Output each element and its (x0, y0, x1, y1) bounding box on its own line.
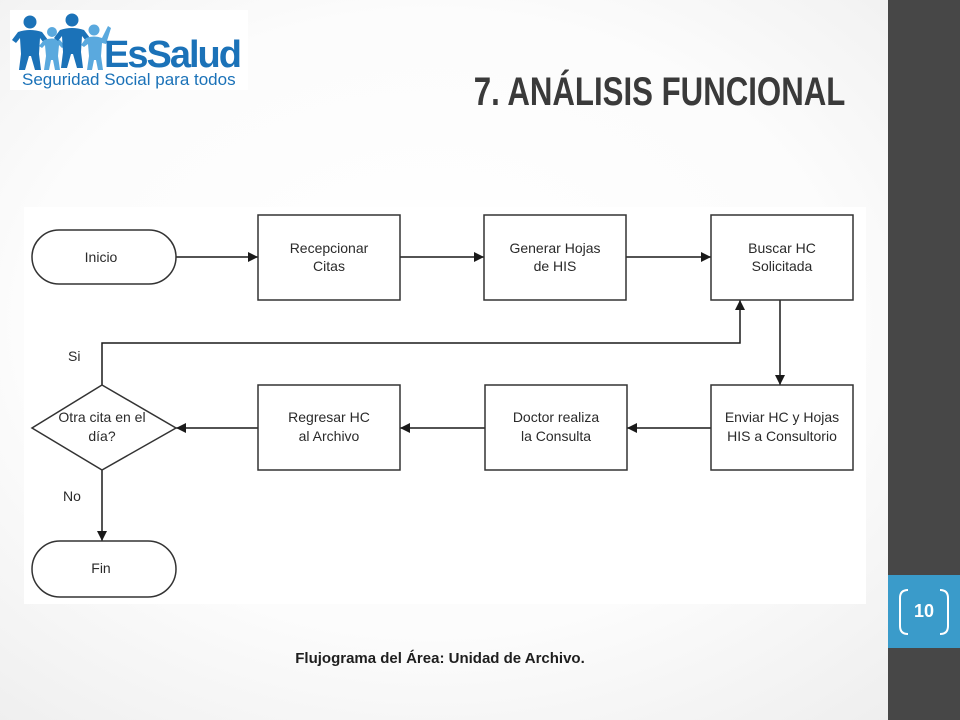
node-label-enviar-1: Enviar HC y Hojas (725, 409, 839, 425)
process-doctor-consulta (484, 384, 628, 471)
node-label-recepcionar-1: Recepcionar (290, 240, 369, 256)
process-buscar-hc (710, 214, 854, 301)
node-label-buscar-1: Buscar HC (748, 240, 816, 256)
decision-otra-cita (30, 384, 178, 471)
node-label-doctor-2: la Consulta (521, 428, 591, 444)
bracket-icon (899, 589, 949, 635)
slide-title: 7. ANÁLISIS FUNCIONAL (473, 70, 845, 114)
process-enviar-hc (710, 384, 854, 471)
node-label-generar-1: Generar Hojas (509, 240, 600, 256)
figure-caption: Flujograma del Área: Unidad de Archivo. (295, 650, 585, 667)
terminal-inicio (31, 229, 177, 285)
logo-tagline: Seguridad Social para todos (22, 70, 236, 89)
node-label-decision-2: día? (88, 428, 115, 444)
node-label-regresar-1: Regresar HC (288, 409, 370, 425)
node-label-inicio: Inicio (85, 249, 118, 265)
edge-label-yes: Si (68, 348, 80, 364)
node-label-decision-1: Otra cita en el (58, 409, 145, 425)
node-label-doctor-1: Doctor realiza (513, 409, 600, 425)
logo-brand: EsSalud (104, 34, 240, 76)
node-label-recepcionar-2: Citas (313, 258, 345, 274)
process-generar-hojas (483, 214, 627, 301)
arrow-decision-yes-to-buscar (101, 300, 745, 385)
process-regresar-hc (257, 384, 401, 471)
page-number: 10 (913, 601, 935, 621)
edge-label-no: No (63, 488, 81, 504)
process-recepcionar-citas (257, 214, 401, 301)
node-label-buscar-2: Solicitada (752, 258, 813, 274)
terminal-fin (31, 540, 177, 598)
node-label-enviar-2: HIS a Consultorio (727, 428, 837, 444)
node-label-fin: Fin (91, 560, 110, 576)
node-label-regresar-2: al Archivo (299, 428, 360, 444)
node-label-generar-2: de HIS (534, 258, 577, 274)
people-figures-icon (12, 13, 111, 70)
page-number-badge: 10 (888, 575, 960, 648)
essalud-logo: EsSalud Seguridad Social para todos (10, 10, 248, 90)
